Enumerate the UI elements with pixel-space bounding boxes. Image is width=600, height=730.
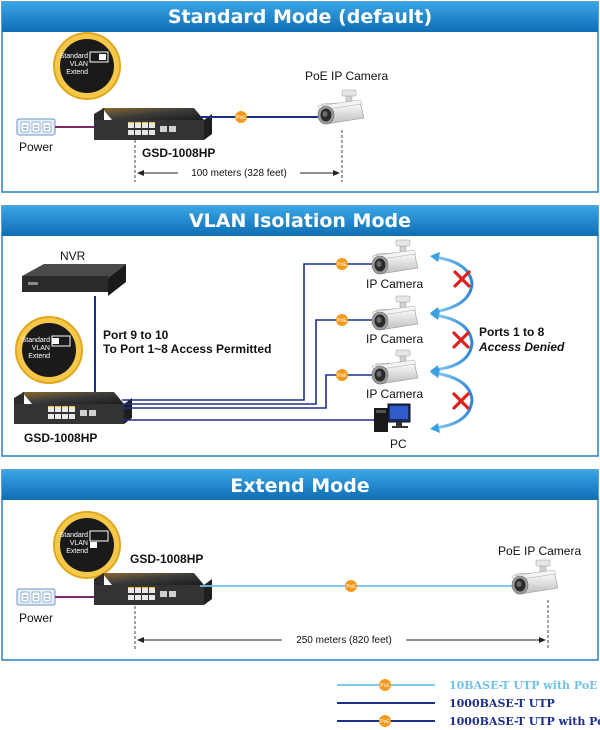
- vlan-camera-3-label: IP Camera: [366, 387, 423, 401]
- vlan-poe-badge-3: PoE: [336, 369, 348, 381]
- dip-switch-icon: [89, 530, 109, 542]
- extend-poe-badge: PoE: [345, 580, 357, 592]
- vlan-switch-device: [14, 392, 132, 424]
- svg-text:VLAN: VLAN: [32, 345, 50, 352]
- legend: PoE 10BASE-T UTP with PoE 1000BASE-T UTP…: [337, 679, 600, 728]
- svg-text:VLAN: VLAN: [70, 540, 88, 547]
- standard-switch-device: [94, 108, 212, 140]
- switch-standard-label: Standard: [60, 53, 89, 60]
- extend-distance-label: 250 meters (820 feet): [296, 635, 392, 646]
- vlan-link-camera-3: [122, 374, 372, 409]
- vlan-mode-switch-zoom: Standard VLAN Extend: [15, 316, 83, 384]
- mode-switch-zoom: Standard VLAN Extend: [53, 32, 121, 100]
- standard-mode-title: Standard Mode (default): [168, 6, 432, 28]
- legend-label-1: 10BASE-T UTP with PoE: [449, 679, 598, 692]
- denied-line1: Ports 1 to 8: [479, 325, 545, 339]
- standard-camera-label: PoE IP Camera: [305, 69, 388, 83]
- denied-line2: Access Denied: [478, 340, 565, 354]
- svg-text:Standard: Standard: [60, 532, 89, 539]
- vlan-camera-1-label: IP Camera: [366, 277, 423, 291]
- svg-text:PoE: PoE: [337, 318, 347, 324]
- pc-label: PC: [390, 437, 407, 451]
- legend-label-2: 1000BASE-T UTP: [449, 697, 555, 710]
- extend-mode-title: Extend Mode: [230, 475, 369, 497]
- power-strip-icon: [16, 118, 56, 136]
- vlan-mode-title: VLAN Isolation Mode: [189, 210, 411, 232]
- extend-mode-header: [2, 470, 598, 500]
- extend-mode-switch-zoom: Standard VLAN Extend: [53, 511, 121, 579]
- extend-power-label: Power: [19, 611, 53, 625]
- vlan-camera-2-label: IP Camera: [366, 332, 423, 346]
- standard-switch-model: GSD-1008HP: [142, 146, 215, 160]
- vlan-note-line1: Port 9 to 10: [103, 328, 169, 342]
- svg-text:PoE: PoE: [380, 719, 390, 725]
- vlan-mode-section: VLAN Isolation Mode NVR Standard VLAN Ex…: [1, 205, 599, 457]
- standard-power-label: Power: [19, 140, 53, 154]
- standard-poe-badge: PoE: [235, 111, 247, 123]
- vlan-switch-model: GSD-1008HP: [24, 431, 97, 445]
- deny-arrow-3: [433, 371, 474, 430]
- vlan-poe-badge-1: PoE: [336, 258, 348, 270]
- svg-text:PoE: PoE: [346, 584, 356, 590]
- switch-extend-label: Extend: [66, 69, 88, 76]
- standard-mode-header: [2, 2, 598, 32]
- vlan-mode-header: [2, 206, 598, 236]
- standard-mode-section: Standard Mode (default) Standard VLAN Ex…: [1, 1, 599, 193]
- dip-switch-icon: [89, 51, 109, 63]
- extend-camera-label: PoE IP Camera: [498, 544, 581, 558]
- svg-text:Standard: Standard: [22, 337, 51, 344]
- extend-mode-section: Extend Mode Standard VLAN Extend GSD-100…: [1, 469, 599, 661]
- extend-power-strip-icon: [16, 588, 56, 606]
- legend-label-3: 1000BASE-T UTP with PoE: [449, 715, 600, 728]
- svg-text:Extend: Extend: [66, 548, 88, 555]
- switch-vlan-label: VLAN: [70, 61, 88, 68]
- deny-arrow-2: [433, 313, 474, 372]
- vlan-note-line2: To Port 1~8 Access Permitted: [103, 342, 271, 356]
- vlan-poe-badge-2: PoE: [336, 314, 348, 326]
- svg-text:PoE: PoE: [337, 373, 347, 379]
- pc-icon: [374, 403, 411, 432]
- deny-arrow-1: [433, 255, 474, 314]
- svg-text:PoE: PoE: [380, 683, 390, 689]
- standard-distance-label: 100 meters (328 feet): [191, 168, 287, 179]
- svg-text:PoE: PoE: [337, 262, 347, 268]
- standard-mode-frame: [1, 1, 599, 193]
- nvr-device: [22, 264, 126, 296]
- extend-switch-device: [94, 573, 212, 605]
- nvr-label: NVR: [60, 249, 86, 263]
- extend-switch-model: GSD-1008HP: [130, 552, 203, 566]
- svg-text:Extend: Extend: [28, 353, 50, 360]
- svg-text:PoE: PoE: [236, 115, 246, 121]
